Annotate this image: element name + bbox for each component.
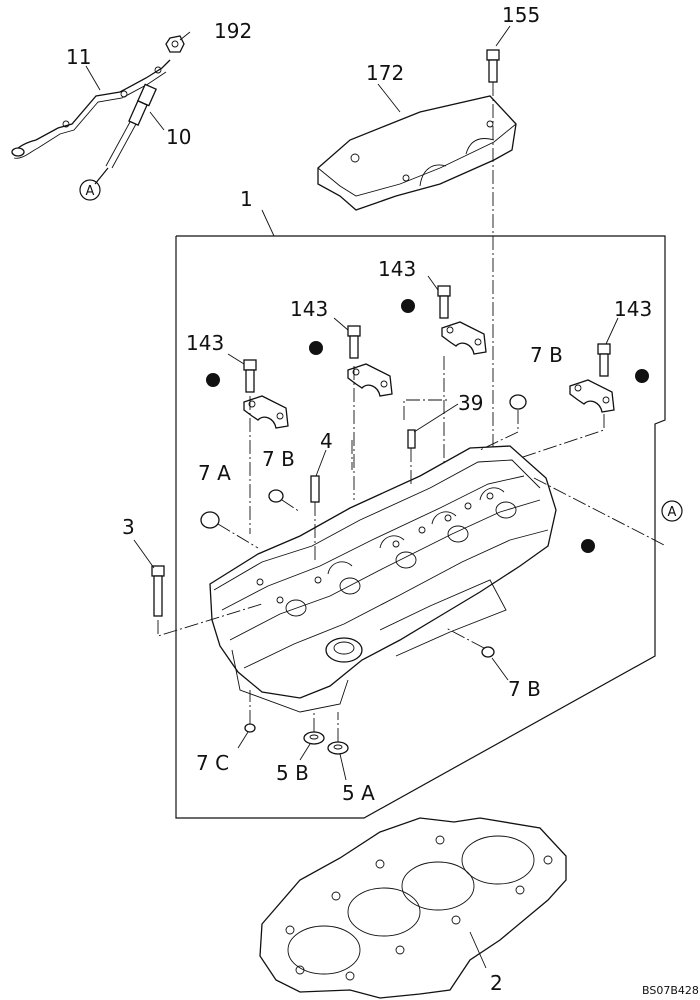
bolt-3	[151, 565, 263, 637]
label-172: 172	[366, 61, 404, 85]
glow-plug	[94, 83, 158, 185]
stud-4	[310, 440, 353, 560]
marker-dot	[635, 369, 649, 383]
head-gasket	[259, 817, 567, 999]
marker-dot	[206, 373, 220, 387]
bolt-143-d	[519, 343, 611, 459]
washer-5b	[303, 712, 325, 745]
leader-lines	[85, 25, 619, 969]
connector-a-top: A	[79, 179, 101, 201]
plug-7b-bottom	[445, 627, 495, 658]
washer-5a	[327, 712, 349, 755]
label-10: 10	[166, 125, 191, 149]
label-155: 155	[502, 3, 540, 27]
label-7b-left: 7 B	[262, 447, 295, 471]
label-143-b: 143	[290, 297, 328, 321]
label-143-a: 143	[186, 331, 224, 355]
bolt-143-a	[243, 359, 257, 534]
label-39: 39	[458, 391, 483, 415]
nut-192	[165, 35, 185, 53]
label-3: 3	[122, 515, 135, 539]
bolt-143-b	[347, 325, 361, 500]
label-7b-bottom: 7 B	[508, 677, 541, 701]
label-7a: 7 A	[198, 461, 231, 485]
head-cover	[317, 95, 517, 211]
connector-a-right-text: A	[668, 505, 677, 520]
glow-plug-connector-wire	[11, 59, 171, 159]
label-1: 1	[240, 187, 253, 211]
plug-7b-right	[479, 394, 527, 451]
label-2: 2	[490, 971, 503, 995]
label-7c: 7 C	[196, 751, 229, 775]
reference-code: BS07B428	[642, 984, 699, 997]
cylinder-head-body	[209, 445, 557, 713]
marker-dot	[401, 299, 415, 313]
connector-line-a	[533, 477, 667, 547]
label-11: 11	[66, 45, 91, 69]
bolt-155	[486, 49, 500, 468]
label-7b-right: 7 B	[530, 343, 563, 367]
dowel-pin-39	[403, 399, 448, 484]
label-143-d: 143	[614, 297, 652, 321]
label-5b: 5 B	[276, 761, 309, 785]
connector-a-top-text: A	[86, 184, 95, 199]
marker-dot	[581, 539, 595, 553]
bolt-143-c	[437, 285, 451, 462]
bearing-cap-2	[347, 363, 393, 397]
label-4: 4	[320, 429, 333, 453]
bearing-cap-3	[441, 321, 487, 355]
bearing-cap-1	[243, 395, 289, 429]
connector-a-right: A	[661, 500, 683, 522]
marker-dot	[309, 341, 323, 355]
label-192: 192	[214, 19, 252, 43]
label-143-c: 143	[378, 257, 416, 281]
plug-7a	[200, 511, 259, 549]
plug-7b-left	[268, 489, 301, 513]
label-5a: 5 A	[342, 781, 375, 805]
plug-7c	[244, 690, 256, 733]
bearing-cap-4	[569, 379, 615, 413]
